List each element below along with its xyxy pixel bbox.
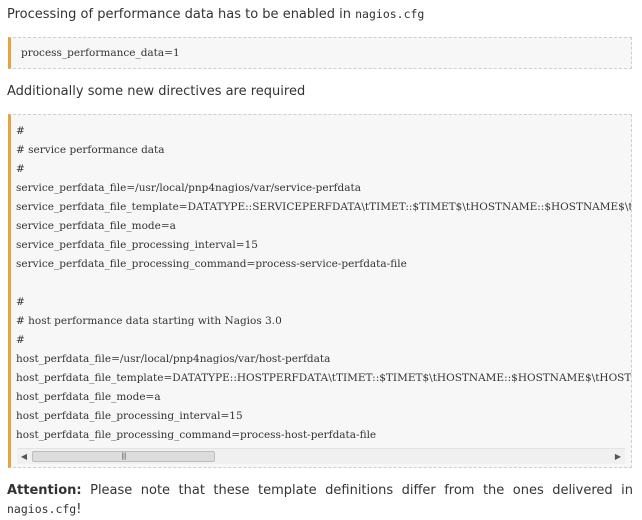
code-block-text: process_performance_data=1 — [21, 47, 180, 59]
code-block-perfdata-directives[interactable]: # # service performance data # service_p… — [8, 114, 632, 468]
code-block-text: # # service performance data # service_p… — [16, 125, 631, 441]
attention-label: Attention: — [7, 483, 82, 498]
intro-paragraph: Processing of performance data has to be… — [7, 5, 424, 24]
code-block-process-performance: process_performance_data=1 — [8, 37, 632, 69]
scroll-left-icon[interactable]: ◀ — [20, 452, 28, 461]
intro-filename: nagios.cfg — [355, 7, 425, 21]
scroll-right-icon[interactable]: ▶ — [614, 452, 622, 461]
scrollbar-thumb[interactable]: ||| — [32, 451, 215, 462]
attention-paragraph: Attention: Please note that these templa… — [7, 481, 633, 519]
attention-text: Please note that these template definiti… — [81, 483, 633, 498]
additional-directives-paragraph: Additionally some new directives are req… — [7, 84, 306, 99]
attention-filename: nagios.cfg — [7, 502, 77, 516]
horizontal-scrollbar[interactable]: ◀ ||| ▶ — [17, 448, 625, 464]
intro-text: Processing of performance data has to be… — [7, 7, 356, 22]
attention-end: ! — [76, 502, 82, 517]
